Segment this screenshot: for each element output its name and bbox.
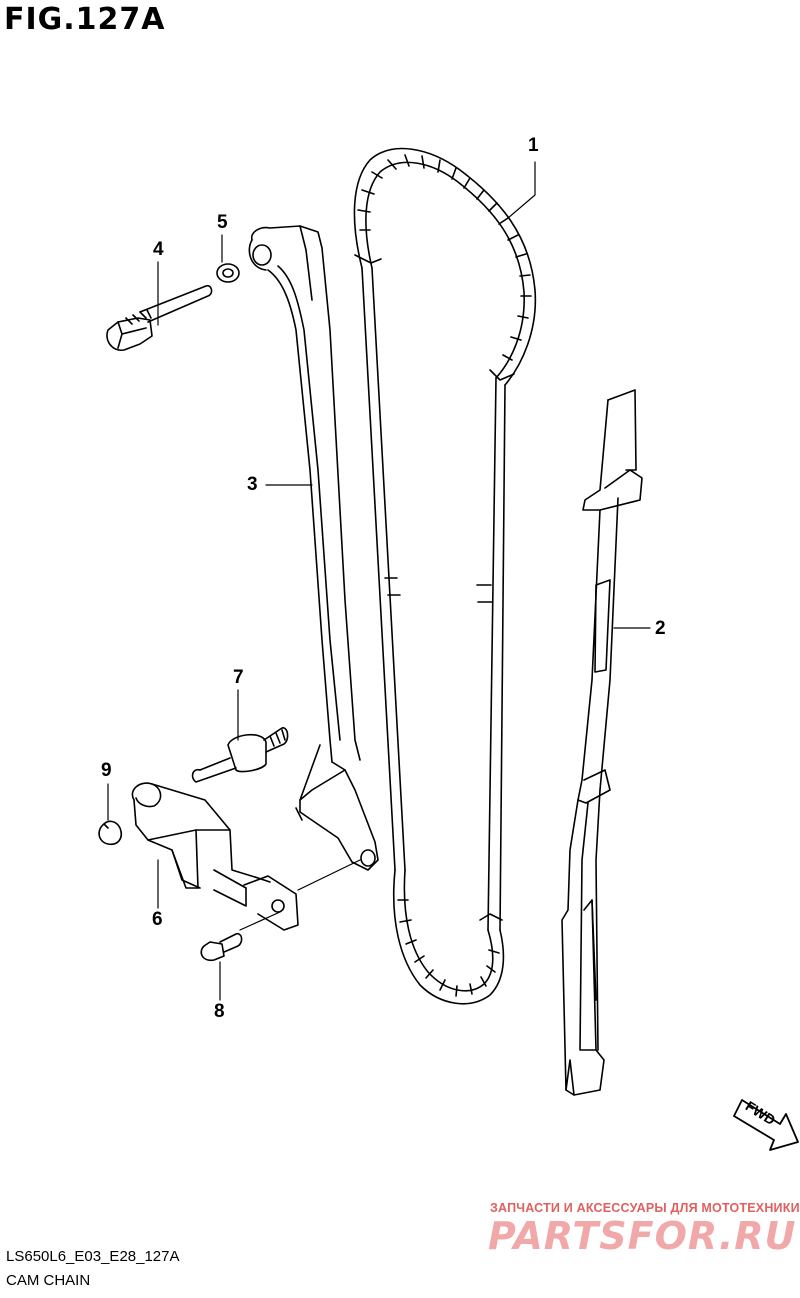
- stud-bolt[interactable]: [191, 727, 289, 783]
- washer[interactable]: [216, 263, 240, 283]
- chain-guide[interactable]: [561, 389, 643, 1096]
- callout-3: 3: [247, 474, 258, 495]
- callout-2: 2: [655, 618, 666, 639]
- callout-1: 1: [528, 135, 539, 156]
- callout-8: 8: [214, 1001, 225, 1022]
- circlip[interactable]: [98, 820, 123, 846]
- cam-chain[interactable]: [353, 147, 537, 1005]
- bolt-tensioner[interactable]: [200, 932, 243, 962]
- chain-tensioner-guide[interactable]: [248, 225, 379, 871]
- chain-tensioner[interactable]: [131, 782, 299, 931]
- callout-7: 7: [233, 667, 244, 688]
- callout-9: 9: [101, 760, 112, 781]
- fwd-arrow: [733, 1099, 799, 1151]
- figure-title: FIG.127A: [4, 2, 166, 37]
- callout-5: 5: [217, 212, 228, 233]
- callout-4: 4: [153, 239, 164, 260]
- bolt-guide[interactable]: [106, 284, 213, 351]
- leader-lines: [107, 161, 651, 1001]
- callout-6: 6: [152, 909, 163, 930]
- watermark-site: PARTSFOR.RU: [488, 1214, 797, 1258]
- watermark-tagline: ЗАПЧАСТИ И АКСЕССУАРЫ ДЛЯ МОТОТЕХНИКИ: [490, 1201, 800, 1215]
- diagram-name: CAM CHAIN: [6, 1272, 91, 1289]
- diagram-code: LS650L6_E03_E28_127A: [6, 1248, 180, 1265]
